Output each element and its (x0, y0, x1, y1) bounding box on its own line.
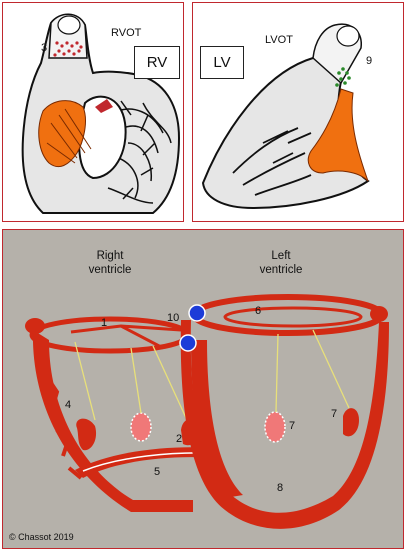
mitral-ring-outer (191, 294, 385, 336)
lv-papillary-7 (343, 408, 359, 437)
lv-drawing: LVOT 9 (201, 23, 372, 210)
label-5: 5 (154, 466, 160, 478)
label-2: 2 (176, 433, 182, 445)
rv-panel: 3 RVOT RV (2, 2, 184, 222)
inner-trabeculations (232, 127, 312, 196)
lv-septum (191, 340, 243, 498)
label-3: 3 (41, 42, 47, 54)
schematic-panel: Right ventricle Left ventricle 1 2 4 5 6… (2, 229, 404, 549)
tricuspid-ring (29, 316, 191, 354)
tricuspid-leaflet (38, 100, 86, 168)
septal-cavity (78, 95, 127, 180)
lv-label-box: LV (200, 46, 244, 79)
rv-label-box: RV (134, 46, 180, 79)
label-7b: 7 (289, 420, 295, 432)
rv-drawing: 3 RVOT (21, 13, 181, 214)
aortic-cusp (336, 25, 360, 47)
label-6: 6 (255, 305, 261, 317)
label-9: 9 (366, 55, 372, 67)
moderator-band (75, 447, 213, 478)
lvot-heading: LVOT (265, 34, 293, 46)
pulmonary-cusp (57, 15, 81, 35)
rv-chordae (74, 341, 188, 421)
tricuspid-leaflet-lines (70, 324, 182, 350)
blue-valve-node-top (188, 304, 206, 322)
mitral-apparatus (307, 88, 369, 182)
lv-pink-papillary (264, 411, 286, 443)
mitral-node-right (370, 306, 388, 322)
rvot-heading: RVOT (111, 27, 142, 39)
left-ventricle-title-1: Left (271, 250, 291, 262)
infundibulum-dots (53, 41, 83, 57)
mitral-ring-inner (223, 306, 363, 328)
blue-valve-node-bottom (179, 334, 197, 352)
trabeculations (107, 100, 172, 204)
label-8: 8 (277, 482, 283, 494)
right-ventricle-title-2: ventricle (89, 264, 132, 276)
label-4: 4 (65, 399, 71, 411)
label-10: 10 (167, 312, 179, 324)
rv-wall-trabeculae (47, 378, 83, 480)
label-1: 1 (101, 317, 107, 329)
ventricle-schematic: Right ventricle Left ventricle 1 2 4 5 6… (9, 250, 389, 542)
right-ventricle-title-1: Right (97, 250, 125, 262)
left-ventricle-title-2: ventricle (260, 264, 303, 276)
label-7a: 7 (331, 408, 337, 420)
tricuspid-node-left (25, 318, 45, 334)
rv-pink-papillary (130, 412, 152, 442)
lv-chordae (275, 329, 350, 413)
rv-free-wall (32, 330, 193, 512)
lv-panel: LVOT 9 LV (192, 2, 404, 222)
rv-papillary-4 (76, 418, 97, 451)
chordae (46, 108, 92, 164)
papillary-red (95, 99, 113, 113)
anterior-leaflet-dots (335, 67, 351, 87)
copyright: © Chassot 2019 (9, 532, 74, 542)
